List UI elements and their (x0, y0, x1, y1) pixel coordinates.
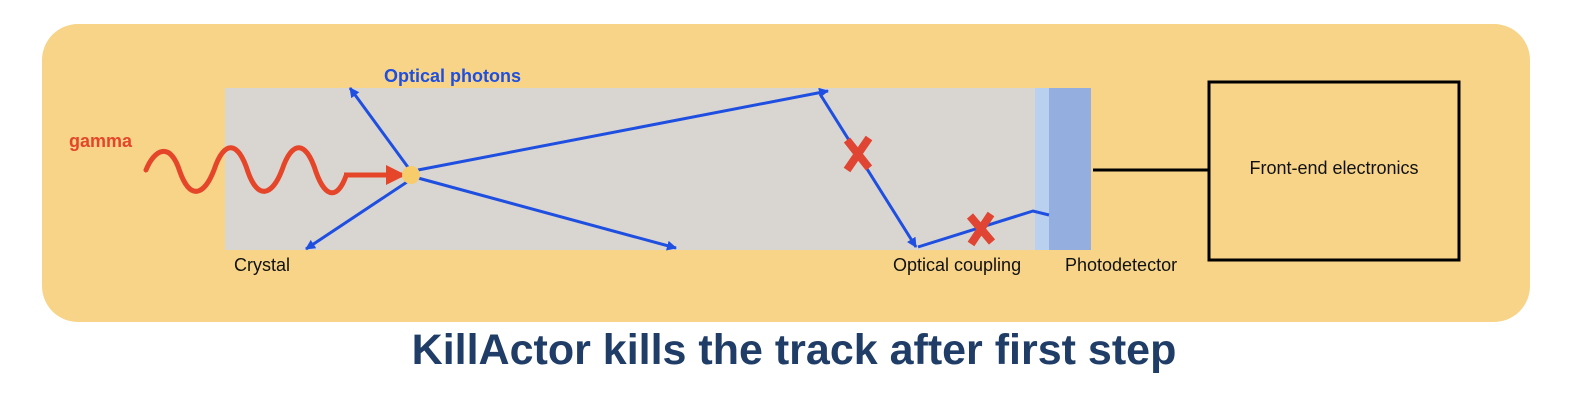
crystal-label: Crystal (234, 255, 290, 275)
photon-track-up (348, 87, 412, 171)
crystal-block (225, 88, 1035, 250)
gamma-label: gamma (69, 131, 133, 151)
page-title: KillActor kills the track after first st… (411, 326, 1177, 374)
photon-track-down-left (305, 178, 411, 251)
photon-track-to-detector (917, 209, 1050, 249)
photon-track-long (417, 87, 829, 172)
red-x-icon (966, 211, 996, 247)
gamma-wave (143, 145, 349, 196)
photodetector-block (1049, 88, 1091, 250)
optical-photons-label: Optical photons (384, 66, 521, 86)
optical-coupling-layer (1035, 88, 1049, 250)
photodetector-label: Photodetector (1065, 255, 1177, 275)
photon-track-reflected (818, 93, 918, 248)
front-end-electronics-label: Front-end electronics (1249, 158, 1418, 178)
front-end-electronics-box (1207, 80, 1461, 262)
red-x-icon (843, 135, 873, 173)
optical-coupling-label: Optical coupling (893, 255, 1021, 275)
interaction-point (402, 166, 420, 184)
photon-track-down-right (417, 176, 677, 251)
